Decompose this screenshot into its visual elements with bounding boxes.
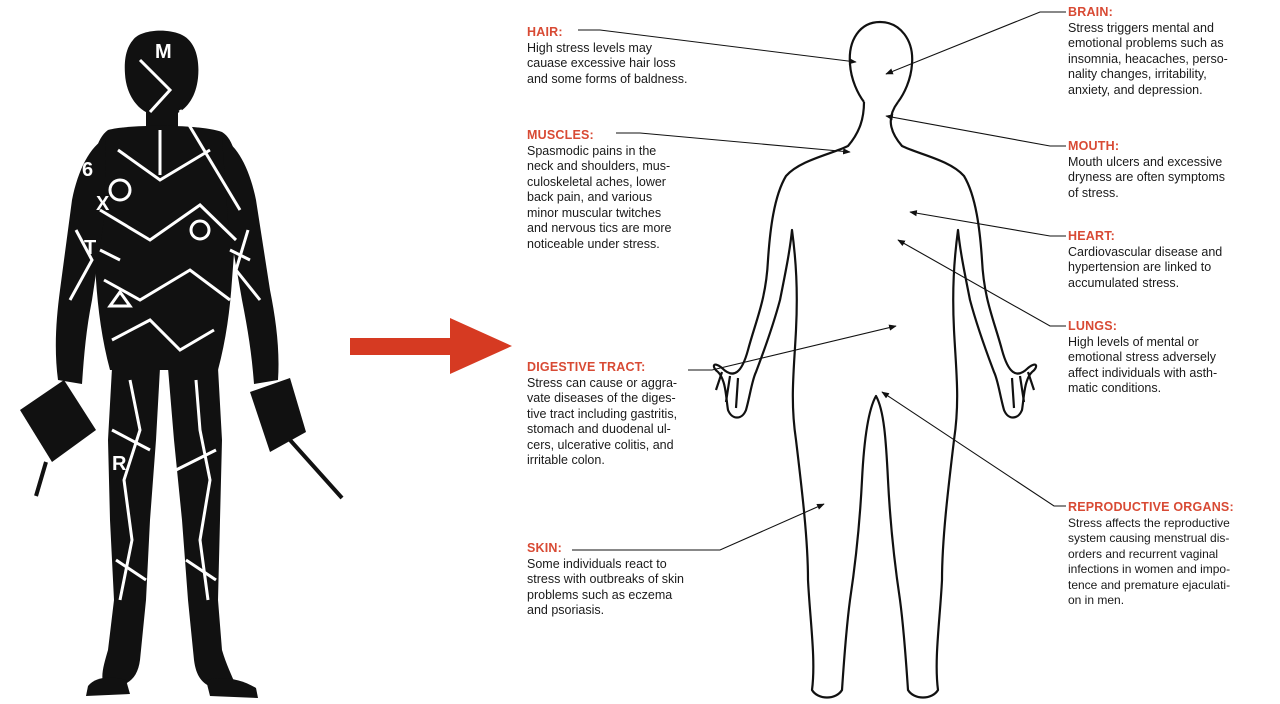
- collage-letter: T: [84, 237, 96, 259]
- annotation-title: MOUTH:: [1068, 139, 1278, 155]
- annotation-muscles: MUSCLES: Spasmodic pains in the neck and…: [527, 128, 757, 252]
- annotation-title: SKIN:: [527, 541, 757, 557]
- body-outline: [714, 22, 1036, 698]
- annotation-text: Cardiovascular disease and hypertension …: [1068, 245, 1278, 292]
- leader-line-mouth: [886, 116, 1066, 146]
- annotation-title: BRAIN:: [1068, 5, 1278, 21]
- annotation-title: HEART:: [1068, 229, 1278, 245]
- collage-letter: R: [112, 453, 127, 475]
- annotation-text: Some individuals react to stress with ou…: [527, 557, 757, 619]
- annotation-text: High levels of mental or emotional stres…: [1068, 335, 1278, 397]
- collage-letter: X: [96, 193, 110, 215]
- annotation-lungs: LUNGS: High levels of mental or emotiona…: [1068, 319, 1278, 397]
- annotation-hair: HAIR: High stress levels may cauase exce…: [527, 25, 757, 87]
- annotation-text: Stress triggers mental and emotional pro…: [1068, 21, 1278, 99]
- annotation-title: DIGESTIVE TRACT:: [527, 360, 757, 376]
- leader-line-heart: [910, 212, 1066, 236]
- annotation-text: Spasmodic pains in the neck and shoulder…: [527, 144, 757, 253]
- leader-line-reproductive: [882, 392, 1066, 506]
- annotation-text: Stress can cause or aggra- vate diseases…: [527, 376, 757, 469]
- annotation-digestive-tract: DIGESTIVE TRACT: Stress can cause or agg…: [527, 360, 757, 469]
- annotation-mouth: MOUTH: Mouth ulcers and excessive drynes…: [1068, 139, 1278, 201]
- collage-letter: M: [155, 41, 172, 63]
- annotation-reproductive-organs: REPRODUCTIVE ORGANS: Stress affects the …: [1068, 500, 1278, 609]
- annotation-title: LUNGS:: [1068, 319, 1278, 335]
- annotation-title: HAIR:: [527, 25, 757, 41]
- annotation-brain: BRAIN: Stress triggers mental and emotio…: [1068, 5, 1278, 98]
- annotation-title: REPRODUCTIVE ORGANS:: [1068, 500, 1278, 516]
- collage-silhouette-figure: [20, 31, 342, 698]
- collage-letter: 6: [82, 159, 93, 181]
- annotation-skin: SKIN: Some individuals react to stress w…: [527, 541, 757, 619]
- annotation-text: Stress affects the reproductive system c…: [1068, 516, 1278, 609]
- annotation-text: Mouth ulcers and excessive dryness are o…: [1068, 155, 1278, 202]
- arrow-right-icon: [350, 318, 512, 374]
- leader-lines: [572, 12, 1066, 550]
- annotation-heart: HEART: Cardiovascular disease and hypert…: [1068, 229, 1278, 291]
- annotation-text: High stress levels may cauase excessive …: [527, 41, 757, 88]
- annotation-title: MUSCLES:: [527, 128, 757, 144]
